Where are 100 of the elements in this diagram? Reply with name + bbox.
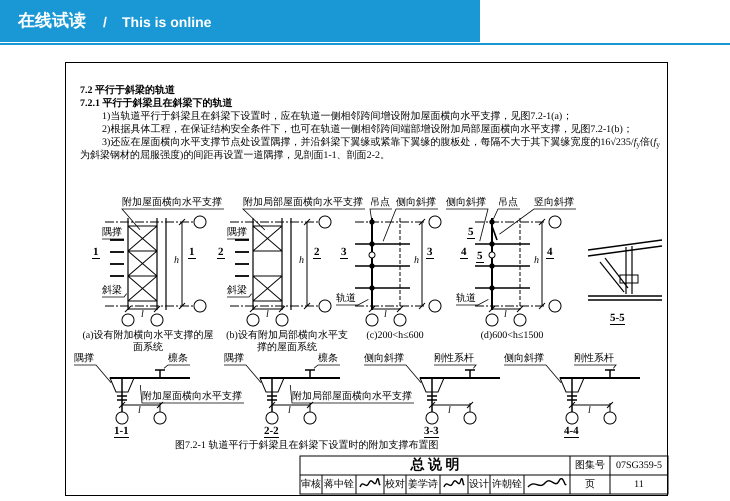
figure-caption: (b)设有附加局部横向水平支撑的屋面系统 [225,330,349,353]
section-title: 4-4 [564,425,579,438]
leader-line [364,364,422,384]
leader-line [446,208,489,242]
name-text: 姜学诗 [407,478,439,492]
section-mark: 3 [340,246,348,259]
callout-label: 隅撑 [102,226,124,239]
field-label: 图集号 [574,459,606,473]
banner-subtitle: / [103,13,107,31]
paragraph: 2)根据具体工程，在保证结构安全条件下，也可在轨道一侧相邻跨间端部增设附加局部屋面横向水平支撑，见图7.2-1(b)； [101,123,634,136]
leader-line [121,208,224,230]
field-label: 校对 [384,478,406,492]
figure-caption: (d)600<h≤1500 [480,330,544,342]
callout-label: 轨道 [456,292,478,305]
callout-label: 刚性系杆 [434,352,476,365]
callout-label: 隅撑 [74,352,96,365]
leader-line [140,384,244,404]
callout-label: 侧向斜撑 [396,196,438,209]
dimension-label: h [174,256,179,266]
section-title: 2-2 [264,425,279,438]
section-mark: 3 [426,246,434,259]
figure-caption: (c)200<h≤600 [365,330,425,342]
callout-label: 吊点 [498,196,520,209]
field-label: 审核 [300,478,322,492]
leader-line [226,293,252,298]
callout-label: 附加局部屋面横向水平支撑 [243,196,365,209]
leader-line [224,364,262,384]
callout-label: 侧向斜撑 [446,196,488,209]
callout-label: 侧向斜撑 [504,352,546,365]
dimension-label: l [141,310,144,320]
dimension-label: h [299,256,304,266]
roof-plan-drawing [474,216,562,326]
leader-line [504,364,562,384]
section-title: 5-5 [610,312,625,325]
section-title: 3-3 [424,425,439,438]
cross-section-drawing [419,369,500,424]
sheet-title: 总 说 明 [409,456,460,475]
banner-title: 在线试读 [18,10,86,32]
section-mark: 1 [188,246,196,259]
section-heading: 7.2 平行于斜梁的轨道 [80,84,176,97]
figure-caption: 图7.2-1 轨道平行于斜梁且在斜梁下设置时的附加支撑布置图 [175,440,438,452]
subsection-heading: 7.2.1 平行于斜梁且在斜梁下的轨道 [80,97,234,110]
field-label: 设计 [468,478,490,492]
leader-line [434,364,477,369]
paragraph: 3)还应在屋面横向水平支撑节点处设置隅撑，并沿斜梁下翼缘或紧靠下翼缘的腹板处，每隔不大于其下翼缘宽度的16√235/f$_{y}$倍(f$_{y}$为斜梁钢材的屈服强度)的间距再设置一道隅撑，见剖面1-1、剖面2-2。 [80,136,662,162]
name-text: 许朝铨 [491,478,523,492]
dimension-label: l [138,406,141,416]
cross-section-drawing [559,369,640,424]
leader-line [314,364,340,369]
section-title: 1-1 [114,425,129,438]
leader-line [336,299,369,306]
callout-label: 附加局部屋面横向水平支撑 [292,390,414,403]
section-mark: 5 [476,250,484,263]
cross-section-drawing [109,369,190,424]
leader-line [290,384,414,404]
dimension-label: l [384,310,387,320]
callout-label: 刚性系杆 [574,352,616,365]
callout-label: 附加屋面横向水平支撑 [142,390,244,403]
callout-label: 斜梁 [102,284,124,297]
callout-label: 竖向斜撑 [534,196,576,209]
dimension-label: l [266,310,269,320]
section-mark: 2 [313,246,320,259]
dimension-label: l [288,406,291,416]
leader-line [492,208,520,220]
leader-line [102,293,128,298]
callout-label: 吊点 [370,196,392,209]
section-mark: 1 [92,246,100,259]
leader-line [370,208,392,220]
leader-line [499,208,576,235]
callout-label: 斜梁 [227,284,249,297]
callout-label: 檩条 [168,352,190,365]
callout-label: 檩条 [318,352,340,365]
dimension-label: h [414,256,419,266]
leader-line [574,364,617,369]
figure-caption: (a)设有附加横向水平支撑的屋面系统 [81,330,215,353]
sheet-number: 07SG359-5 [614,459,664,473]
section-mark: 2 [217,246,224,259]
leader-line [382,208,438,242]
leader-line [242,208,366,230]
section-mark: 4 [460,246,468,259]
dimension-label: l [448,406,451,416]
dimension-label: l [504,310,507,320]
dimension-label: l [588,406,591,416]
leader-line [456,299,489,306]
leader-line [74,364,112,384]
section-mark: 5 [467,226,474,239]
leader-line [164,364,190,369]
sheet-number: 11 [633,478,645,492]
roof-plan-drawing [354,216,442,326]
leader-line [102,238,124,240]
callout-label: 侧向斜撑 [364,352,406,365]
leader-line [226,238,250,240]
paragraph: 1)当轨道平行于斜梁且在斜梁下设置时，应在轨道一侧相邻跨间增设附加屋面横向水平支撑，见图7.2-1(a)； [101,110,574,123]
field-label: 页 [584,478,596,492]
section-mark: 4 [546,246,554,259]
callout-label: 附加屋面横向水平支撑 [122,196,224,209]
callout-label: 隅撑 [224,352,246,365]
callout-label: 轨道 [336,292,358,305]
banner-subtitle: This is online [122,13,212,31]
name-text: 蒋中铨 [323,478,355,492]
